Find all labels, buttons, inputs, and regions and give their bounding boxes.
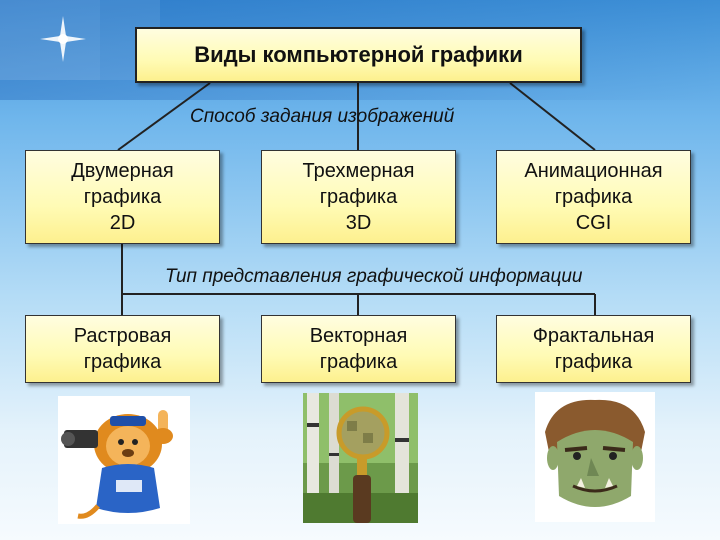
category-raster-line1: Растровая	[73, 325, 172, 347]
category-cgi-box: Анимационная графика CGI	[496, 150, 691, 244]
category-vector-box: Векторная графика	[261, 315, 456, 383]
category-cgi-line2: графика	[554, 186, 633, 208]
category-3d-box: Трехмерная графика 3D	[261, 150, 456, 244]
caption-method: Способ задания изображений	[190, 106, 455, 127]
category-fractal-line2: графика	[554, 351, 633, 373]
category-3d-line1: Трехмерная	[302, 160, 415, 182]
caption-type: Тип представления графической информации	[165, 266, 583, 287]
category-2d-line3: 2D	[109, 212, 136, 234]
category-vector-line1: Векторная	[309, 325, 408, 347]
diagram-title: Виды компьютерной графики	[135, 27, 582, 83]
category-fractal-line1: Фрактальная	[532, 325, 655, 347]
lion-mascot-image	[58, 396, 190, 524]
category-2d-line1: Двумерная	[71, 160, 174, 182]
diagram-title-text: Виды компьютерной графики	[194, 42, 523, 67]
category-3d-line2: графика	[319, 186, 398, 208]
category-2d-line2: графика	[83, 186, 162, 208]
category-cgi-line3: CGI	[575, 212, 612, 234]
category-cgi-line1: Анимационная	[524, 160, 663, 182]
category-fractal-box: Фрактальная графика	[496, 315, 691, 383]
category-raster-line2: графика	[83, 351, 162, 373]
category-vector-line2: графика	[319, 351, 398, 373]
troll-face-image	[535, 392, 655, 522]
category-3d-line3: 3D	[345, 212, 372, 234]
sparkle-icon	[40, 16, 86, 62]
category-raster-box: Растровая графика	[25, 315, 220, 383]
category-2d-box: Двумерная графика 2D	[25, 150, 220, 244]
birch-trees-image	[303, 393, 418, 523]
